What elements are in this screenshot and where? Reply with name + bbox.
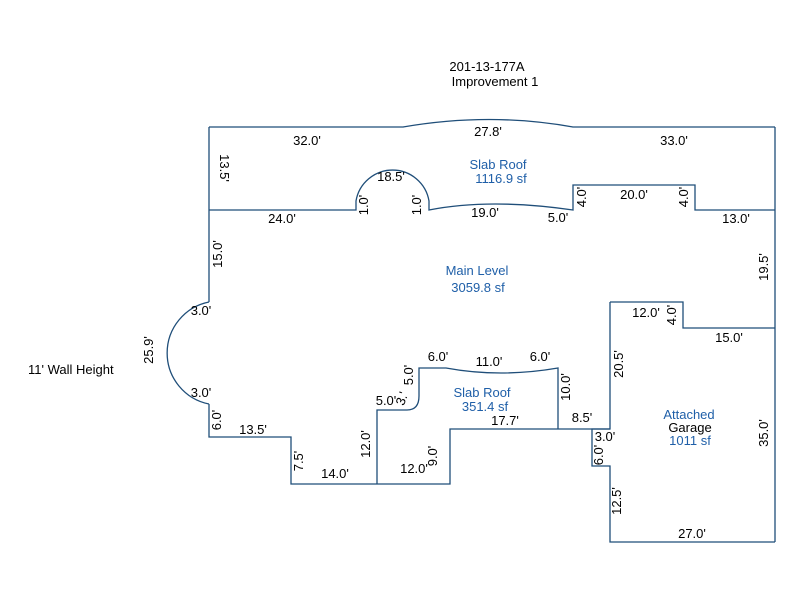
main-level-area: 3059.8 sf bbox=[451, 280, 505, 295]
dim-garage-right: 35.0' bbox=[756, 419, 771, 447]
garage-outline bbox=[591, 301, 775, 543]
dim-garage-notch-top: 12.0' bbox=[632, 305, 660, 320]
dim-garage-notch-bottom: 15.0' bbox=[715, 330, 743, 345]
dim-bottom-13-5: 13.5' bbox=[239, 422, 267, 437]
dim-slab-top-right: 6.0' bbox=[530, 349, 551, 364]
main-level-name: Main Level bbox=[446, 263, 509, 278]
dim-top-right: 33.0' bbox=[660, 133, 688, 148]
dim-left-upper: 13.5' bbox=[217, 154, 232, 182]
dim-slab-step: 9.0' bbox=[425, 446, 440, 467]
dim-garage-notch-side: 4.0' bbox=[664, 305, 679, 326]
dim-garage-left-lower: 12.5' bbox=[609, 487, 624, 515]
dim-step-7-5: 7.5' bbox=[291, 451, 306, 472]
dim-roof-step: 5.0' bbox=[548, 210, 569, 225]
dim-right-main: 19.5' bbox=[756, 253, 771, 281]
top-wall bbox=[209, 118, 775, 128]
dim-bay-arc: 18.5' bbox=[377, 169, 405, 184]
garage-area: 1011 sf bbox=[669, 433, 711, 448]
dim-slab-right: 10.0' bbox=[558, 373, 573, 401]
dim-curve-bottom: 3.0' bbox=[191, 385, 212, 400]
upper-slab-outline bbox=[209, 169, 775, 211]
bay-curve bbox=[166, 301, 210, 405]
dim-bump-right: 4.0' bbox=[676, 187, 691, 208]
dim-garage-step-top: 3.0' bbox=[595, 429, 616, 444]
slab-roof-lower-name: Slab Roof bbox=[453, 385, 510, 400]
dim-garage-bottom: 27.0' bbox=[678, 526, 706, 541]
dim-left-lower: 6.0' bbox=[209, 410, 224, 431]
dim-top-arc: 27.8' bbox=[474, 124, 502, 139]
dim-slab-diag: 5.0' bbox=[401, 365, 416, 386]
dim-curve-arc: 25.9' bbox=[141, 336, 156, 364]
slab-roof-lower-area: 351.4 sf bbox=[462, 399, 509, 414]
dim-slab-mid: 17.7' bbox=[491, 413, 519, 428]
wall-height-note: 11' Wall Height bbox=[28, 362, 114, 377]
dim-bay-right: 1.0' bbox=[409, 195, 424, 216]
dim-garage-left-upper: 20.5' bbox=[611, 350, 626, 378]
dim-slab-angle: 3.' bbox=[392, 390, 411, 408]
dim-slab-left: 12.0' bbox=[358, 430, 373, 458]
improvement-label: Improvement 1 bbox=[452, 74, 539, 89]
slab-roof-top-area: 1116.9 sf bbox=[475, 171, 527, 186]
dim-slab-bottom: 12.0' bbox=[400, 461, 428, 476]
dim-garage-step-side: 6.0' bbox=[591, 445, 606, 466]
dim-slab-small: 5.0' bbox=[376, 393, 397, 408]
parcel-id: 201-13-177A bbox=[449, 59, 524, 74]
dim-bump-left: 4.0' bbox=[574, 187, 589, 208]
dim-slab-right-bottom: 8.5' bbox=[572, 410, 593, 425]
wall-outlines bbox=[166, 118, 776, 543]
slab-roof-top-name: Slab Roof bbox=[469, 157, 526, 172]
dim-top-left: 32.0' bbox=[293, 133, 321, 148]
dim-slab-top-left: 6.0' bbox=[428, 349, 449, 364]
garage-name-2: Garage bbox=[668, 420, 711, 435]
dim-roof-base-right: 13.0' bbox=[722, 211, 750, 226]
dim-bottom-14: 14.0' bbox=[321, 466, 349, 481]
dim-bump-top: 20.0' bbox=[620, 187, 648, 202]
dim-curve-top: 3.0' bbox=[191, 303, 212, 318]
dim-roof-base-mid: 19.0' bbox=[471, 205, 499, 220]
dim-left-main: 15.0' bbox=[210, 240, 225, 268]
dim-bay-left: 1.0' bbox=[356, 195, 371, 216]
lower-slab-outline bbox=[376, 367, 559, 484]
dim-roof-base-left: 24.0' bbox=[268, 211, 296, 226]
dim-slab-top-arc: 11.0' bbox=[476, 354, 503, 369]
garage-name-1: Attached bbox=[663, 407, 714, 422]
